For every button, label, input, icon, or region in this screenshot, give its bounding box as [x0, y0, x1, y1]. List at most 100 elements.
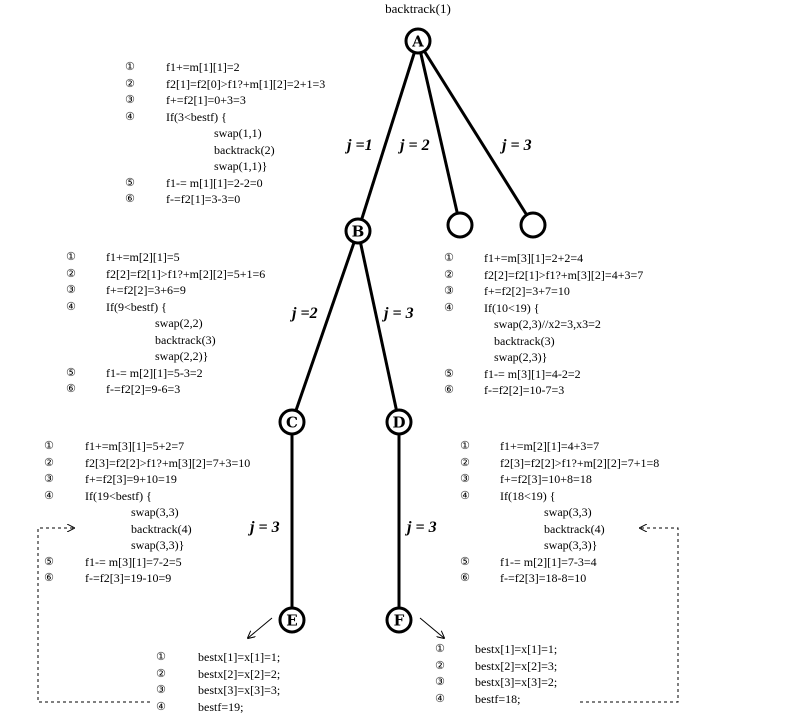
code-text: swap(2,3)} — [494, 350, 548, 364]
code-text: bestx[2]=x[2]=2; — [198, 666, 281, 681]
arrow-f-to-result — [419, 617, 444, 638]
code-text: f1+=m[3][1]=5+2=7 — [85, 439, 185, 453]
step-number: ④ — [66, 299, 76, 313]
edge-label-a-n3: j = 3 — [499, 137, 532, 154]
code-text: f-=f2[2]=10-7=3 — [484, 383, 565, 397]
step-number: ① — [156, 650, 166, 663]
step-number: ② — [444, 267, 454, 281]
code-text: If(9<bestf) { — [106, 299, 167, 314]
edge-a-n3 — [416, 40, 535, 226]
node-unexpanded-j2 — [446, 211, 474, 239]
node-d — [385, 408, 413, 436]
arrow-e-to-result — [248, 617, 273, 638]
code-text: f1-= m[3][1]=4-2=2 — [484, 366, 581, 381]
step-number: ⑤ — [44, 554, 54, 568]
edge-b-d — [356, 230, 401, 423]
node-b — [344, 217, 372, 245]
code-text: f1+=m[1][1]=2 — [166, 60, 240, 74]
code-text: f-=f2[1]=3-3=0 — [166, 192, 241, 206]
code-text: swap(3,3)} — [131, 538, 185, 552]
code-text: backtrack(3) — [155, 332, 216, 347]
code-text: f1-= m[2][1]=7-3=4 — [500, 554, 597, 569]
step-number: ③ — [156, 683, 166, 696]
step-number: ① — [460, 439, 470, 452]
node-b-label: B — [352, 223, 365, 241]
step-number: ⑤ — [125, 175, 135, 189]
code-text: f1-= m[2][1]=5-3=2 — [106, 365, 203, 380]
step-number: ② — [435, 658, 445, 672]
step-number: ⑥ — [444, 383, 454, 396]
dashed-return-e-to-c — [37, 528, 150, 703]
edge-label-a-n2: j = 2 — [397, 137, 430, 154]
code-text: bestf=19; — [198, 699, 244, 714]
code-text: backtrack(4) — [131, 521, 192, 536]
step-number: ⑥ — [125, 192, 135, 205]
node-f — [385, 606, 413, 634]
code-text: backtrack(2) — [214, 142, 275, 157]
code-text: bestx[1]=x[1]=1; — [475, 642, 558, 656]
edge-a-n2 — [416, 40, 462, 226]
step-number: ⑥ — [460, 571, 470, 584]
code-text: f+=f2[3]=10+8=18 — [500, 472, 592, 486]
code-text: f1+=m[3][1]=2+2=4 — [484, 251, 584, 265]
code-text: swap(1,1)} — [214, 159, 268, 173]
step-number: ③ — [444, 284, 454, 297]
node-d-label: D — [392, 414, 405, 432]
step-number: ③ — [66, 283, 76, 296]
step-number: ② — [66, 266, 76, 280]
code-text: bestx[3]=x[3]=2; — [475, 675, 558, 689]
node-e — [278, 606, 306, 634]
node-e-label: E — [286, 612, 297, 630]
step-number: ④ — [156, 699, 166, 713]
step-number: ① — [44, 439, 54, 452]
edge-label-b-d: j = 3 — [381, 305, 414, 322]
code-text: swap(2,2)} — [155, 349, 209, 363]
step-number: ⑤ — [460, 554, 470, 568]
step-number: ① — [125, 60, 135, 73]
code-text: f2[2]=f2[1]>f1?+m[3][2]=4+3=7 — [484, 267, 644, 282]
code-text: swap(3,3)} — [544, 538, 598, 552]
step-number: ⑤ — [444, 366, 454, 380]
step-number: ① — [444, 251, 454, 264]
code-text: f+=f2[3]=9+10=19 — [85, 472, 177, 486]
dashed-return-f-to-d — [580, 528, 679, 703]
code-text: f1+=m[2][1]=5 — [106, 250, 180, 264]
code-text: f1-= m[1][1]=2-2=0 — [166, 175, 263, 190]
code-text: swap(1,1) — [214, 126, 262, 140]
step-number: ② — [125, 76, 135, 90]
edge-a-b — [356, 40, 420, 232]
code-text: f1+=m[2][1]=4+3=7 — [500, 439, 600, 453]
code-text: If(18<19) { — [500, 488, 556, 503]
step-number: ⑥ — [66, 382, 76, 395]
code-text: f1-= m[3][1]=7-2=5 — [85, 554, 182, 569]
edge-label-c-e: j = 3 — [247, 519, 280, 536]
code-text: f-=f2[2]=9-6=3 — [106, 382, 181, 396]
step-number: ④ — [125, 109, 135, 123]
node-c-label: C — [286, 414, 298, 432]
step-number: ③ — [435, 675, 445, 688]
code-text: If(19<bestf) { — [85, 488, 152, 503]
code-text: f2[1]=f2[0]>f1?+m[1][2]=2+1=3 — [166, 76, 326, 91]
step-number: ② — [44, 455, 54, 469]
edge-label-a-b: j =1 — [344, 137, 373, 154]
code-text: swap(3,3) — [544, 505, 592, 519]
code-text: f+=f2[2]=3+7=10 — [484, 284, 570, 298]
node-c — [278, 408, 306, 436]
code-text: swap(3,3) — [131, 505, 179, 519]
step-number: ⑥ — [44, 571, 54, 584]
step-number: ① — [66, 250, 76, 263]
code-text: f+=f2[2]=3+6=9 — [106, 283, 186, 297]
code-text: bestx[3]=x[3]=3; — [198, 683, 281, 697]
edge-label-d-f: j = 3 — [404, 519, 437, 536]
step-number: ④ — [460, 488, 470, 502]
code-text: backtrack(3) — [494, 333, 555, 348]
step-number: ④ — [444, 300, 454, 314]
code-text: f-=f2[3]=19-10=9 — [85, 571, 172, 585]
code-text: bestf=18; — [475, 691, 521, 706]
code-text: f2[2]=f2[1]>f1?+m[2][2]=5+1=6 — [106, 266, 266, 281]
code-text: f+=f2[1]=0+3=3 — [166, 93, 246, 107]
code-text: f2[3]=f2[2]>f1?+m[2][2]=7+1=8 — [500, 455, 660, 470]
node-a-label: A — [411, 33, 424, 51]
step-number: ① — [435, 642, 445, 655]
